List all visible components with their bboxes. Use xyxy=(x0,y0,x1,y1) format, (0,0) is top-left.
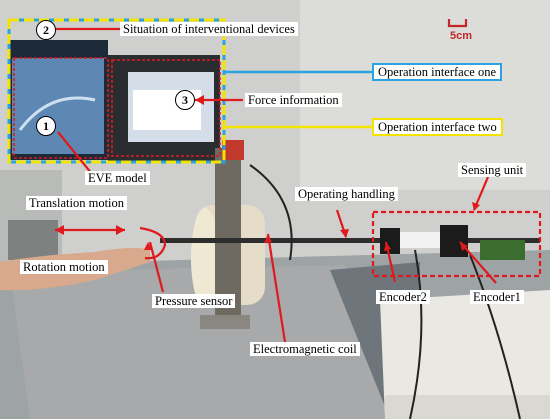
scale-bar-label: 5cm xyxy=(450,30,473,42)
label-encoder1: Encoder1 xyxy=(470,290,524,304)
arrow-electromagnetic xyxy=(266,233,287,343)
label-operating-handling: Operating handling xyxy=(295,187,398,201)
annotation-arrows xyxy=(55,27,497,343)
arrow-encoder1 xyxy=(459,241,497,284)
label-sensing-unit: Sensing unit xyxy=(458,163,527,177)
arrowhead-pressure xyxy=(144,242,152,250)
circuit-board xyxy=(480,240,525,260)
arrowhead-encoder2 xyxy=(384,242,391,251)
arrow-pressure xyxy=(148,241,165,293)
arrow-heads xyxy=(55,95,480,251)
marker-3: 3 xyxy=(175,90,195,110)
arrowhead-translation-right xyxy=(116,225,125,235)
arrowhead-encoder1 xyxy=(460,242,468,251)
marker-2: 2 xyxy=(36,20,56,40)
coil-foot xyxy=(200,315,250,329)
eve-vessel xyxy=(18,96,96,131)
label-operation-one: Operation interface one xyxy=(372,63,502,81)
arrowhead-operating xyxy=(340,229,349,238)
eve-screen-box xyxy=(13,57,109,159)
power-supply-fan xyxy=(8,220,58,260)
sensing-housing xyxy=(400,232,440,248)
cable-3 xyxy=(469,254,521,419)
arrowhead-sensing xyxy=(472,202,480,211)
sensing-unit-box xyxy=(371,210,542,278)
interface-two-box xyxy=(7,18,226,164)
arrowhead-electromagnetic xyxy=(264,234,272,243)
metal-platform xyxy=(10,265,400,419)
cable-2 xyxy=(409,249,423,419)
label-rotation: Rotation motion xyxy=(20,260,108,274)
arrowhead-translation-left xyxy=(55,225,64,235)
force-screen-box xyxy=(111,59,221,157)
eve-screen xyxy=(12,58,104,154)
coil-face xyxy=(191,208,219,308)
operating-rod xyxy=(160,238,540,243)
label-eve-model: EVE model xyxy=(85,171,150,185)
encoder2-body xyxy=(380,228,400,254)
label-translation: Translation motion xyxy=(26,196,128,210)
cable-1 xyxy=(249,164,293,261)
label-situation: Situation of interventional devices xyxy=(120,22,298,36)
right-wall xyxy=(300,0,550,190)
label-pressure: Pressure sensor xyxy=(152,294,236,308)
label-encoder2: Encoder2 xyxy=(376,290,430,304)
label-force: Force information xyxy=(245,93,342,107)
white-base-front xyxy=(385,395,550,419)
label-electromagnetic: Electromagnetic coil xyxy=(250,342,360,356)
label-operation-two: Operation interface two xyxy=(372,118,503,136)
marker-1: 1 xyxy=(36,116,56,136)
arrow-eve-model xyxy=(57,131,93,175)
scale-bar xyxy=(447,19,468,28)
arrowhead-force xyxy=(195,95,204,105)
encoder1-body xyxy=(440,225,468,257)
white-base xyxy=(380,290,550,419)
coil-top-connector xyxy=(222,140,244,160)
arrow-rotation xyxy=(139,226,167,260)
